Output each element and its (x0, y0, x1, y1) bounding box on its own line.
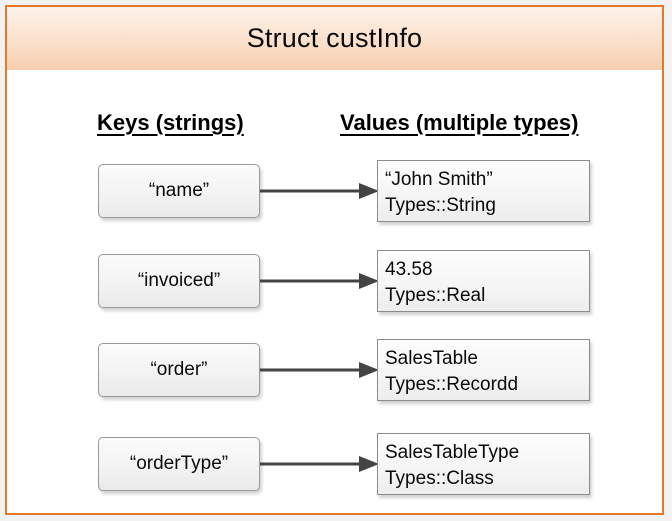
key-label: “order” (150, 359, 208, 380)
arrow-icon (260, 272, 379, 290)
value-type: Types::Recordd (385, 373, 519, 395)
column-header-values: Values (multiple types) (340, 110, 579, 135)
column-header-keys: Keys (strings) (97, 110, 244, 135)
mapping-row: “name” “John Smith” Types::String (7, 160, 662, 222)
value-box[interactable]: 43.58 Types::Real (377, 250, 590, 312)
struct-diagram-frame: Struct custInfo Keys (strings) Values (m… (5, 5, 664, 515)
arrow-icon (260, 361, 379, 379)
value-box[interactable]: “John Smith” Types::String (377, 160, 590, 222)
mapping-row: “orderType” SalesTableType Types::Class (7, 433, 662, 495)
key-label: “invoiced” (137, 270, 221, 291)
mapping-row: “order” SalesTable Types::Recordd (7, 339, 662, 401)
value-literal: SalesTable (385, 347, 478, 369)
key-box[interactable]: “invoiced” (98, 254, 260, 308)
key-box[interactable]: “order” (98, 343, 260, 397)
value-type: Types::Class (385, 467, 494, 489)
mapping-row: “invoiced” 43.58 Types::Real (7, 250, 662, 312)
value-box[interactable]: SalesTableType Types::Class (377, 433, 590, 495)
arrow-icon (260, 182, 379, 200)
value-literal: 43.58 (385, 258, 433, 280)
value-type: Types::Real (385, 284, 486, 306)
diagram-title-band: Struct custInfo (7, 7, 662, 70)
value-type: Types::String (385, 194, 496, 216)
key-label: “orderType” (129, 453, 229, 474)
key-box[interactable]: “orderType” (98, 437, 260, 491)
key-label: “name” (148, 180, 210, 201)
arrow-icon (260, 455, 379, 473)
value-literal: “John Smith” (385, 168, 493, 190)
key-box[interactable]: “name” (98, 164, 260, 218)
value-box[interactable]: SalesTable Types::Recordd (377, 339, 590, 401)
value-literal: SalesTableType (385, 441, 520, 463)
page-title: Struct custInfo (246, 23, 423, 53)
